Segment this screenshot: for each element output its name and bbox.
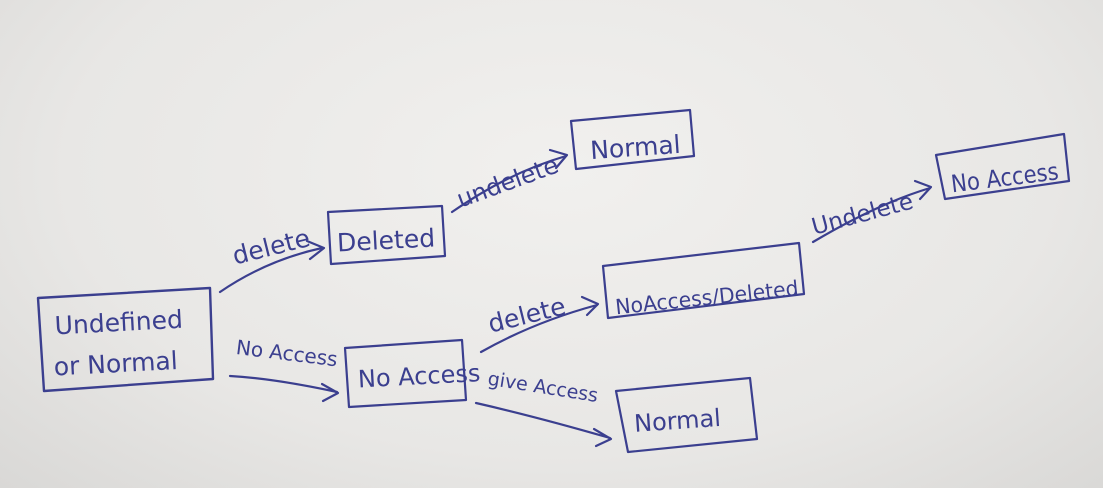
- state-undefined-or-normal: Undefined or Normal: [36, 286, 215, 393]
- state-label-normal-top: Normal: [589, 130, 681, 165]
- state-box-normal-top: [569, 108, 696, 171]
- arrowhead-delete-second: [580, 295, 600, 317]
- state-box-normal-bottom: [614, 376, 759, 454]
- transition-undelete-second: Undelete: [809, 179, 933, 244]
- arrow-undelete-second: [811, 186, 932, 244]
- arrow-no-access: [228, 374, 339, 394]
- arrow-delete-second: [479, 303, 599, 354]
- state-no-access-final: No Access: [934, 132, 1071, 201]
- transition-undelete-first: undelete: [450, 148, 569, 214]
- state-label-no-access: No Access: [357, 359, 481, 393]
- transition-label-no-access: No Access: [235, 335, 339, 371]
- state-no-access-deleted: NoAccess/Deleted: [601, 241, 806, 320]
- state-box-undefined-or-normal: [36, 286, 215, 393]
- state-label-no-access-final: No Access: [949, 157, 1060, 198]
- transition-give-access: give Access: [474, 368, 613, 448]
- transition-label-undelete-first: undelete: [453, 151, 562, 214]
- state-label-or-normal: or Normal: [53, 346, 178, 381]
- arrowhead-no-access: [320, 382, 340, 403]
- transition-delete-second: delete: [479, 291, 600, 354]
- state-box-deleted: [326, 204, 447, 266]
- arrowhead-give-access: [592, 427, 613, 448]
- state-label-normal-bottom: Normal: [633, 404, 722, 438]
- state-deleted: Deleted: [326, 204, 447, 266]
- transition-label-undelete-second: Undelete: [809, 189, 916, 241]
- arrow-undelete-first: [450, 154, 568, 214]
- state-label-undefined: Undefined: [54, 305, 184, 341]
- state-box-no-access: [343, 338, 468, 409]
- arrowhead-undelete-second: [913, 179, 933, 201]
- state-label-no-access-deleted: NoAccess/Deleted: [614, 276, 800, 319]
- transition-label-delete-second: delete: [485, 291, 568, 338]
- state-box-no-access-deleted: [601, 241, 806, 320]
- arrow-delete-first: [218, 246, 324, 294]
- state-label-deleted: Deleted: [336, 223, 435, 257]
- arrow-give-access: [474, 401, 612, 440]
- state-no-access: No Access: [343, 338, 481, 409]
- transition-label-give-access: give Access: [486, 368, 599, 407]
- transition-no-access: No Access: [228, 335, 340, 403]
- state-normal-bottom: Normal: [614, 376, 759, 454]
- arrowhead-delete-first: [305, 239, 326, 261]
- state-normal-top: Normal: [569, 108, 696, 171]
- arrowhead-undelete-first: [548, 148, 569, 170]
- state-box-no-access-final: [934, 132, 1071, 201]
- transition-delete-first: delete: [218, 223, 326, 294]
